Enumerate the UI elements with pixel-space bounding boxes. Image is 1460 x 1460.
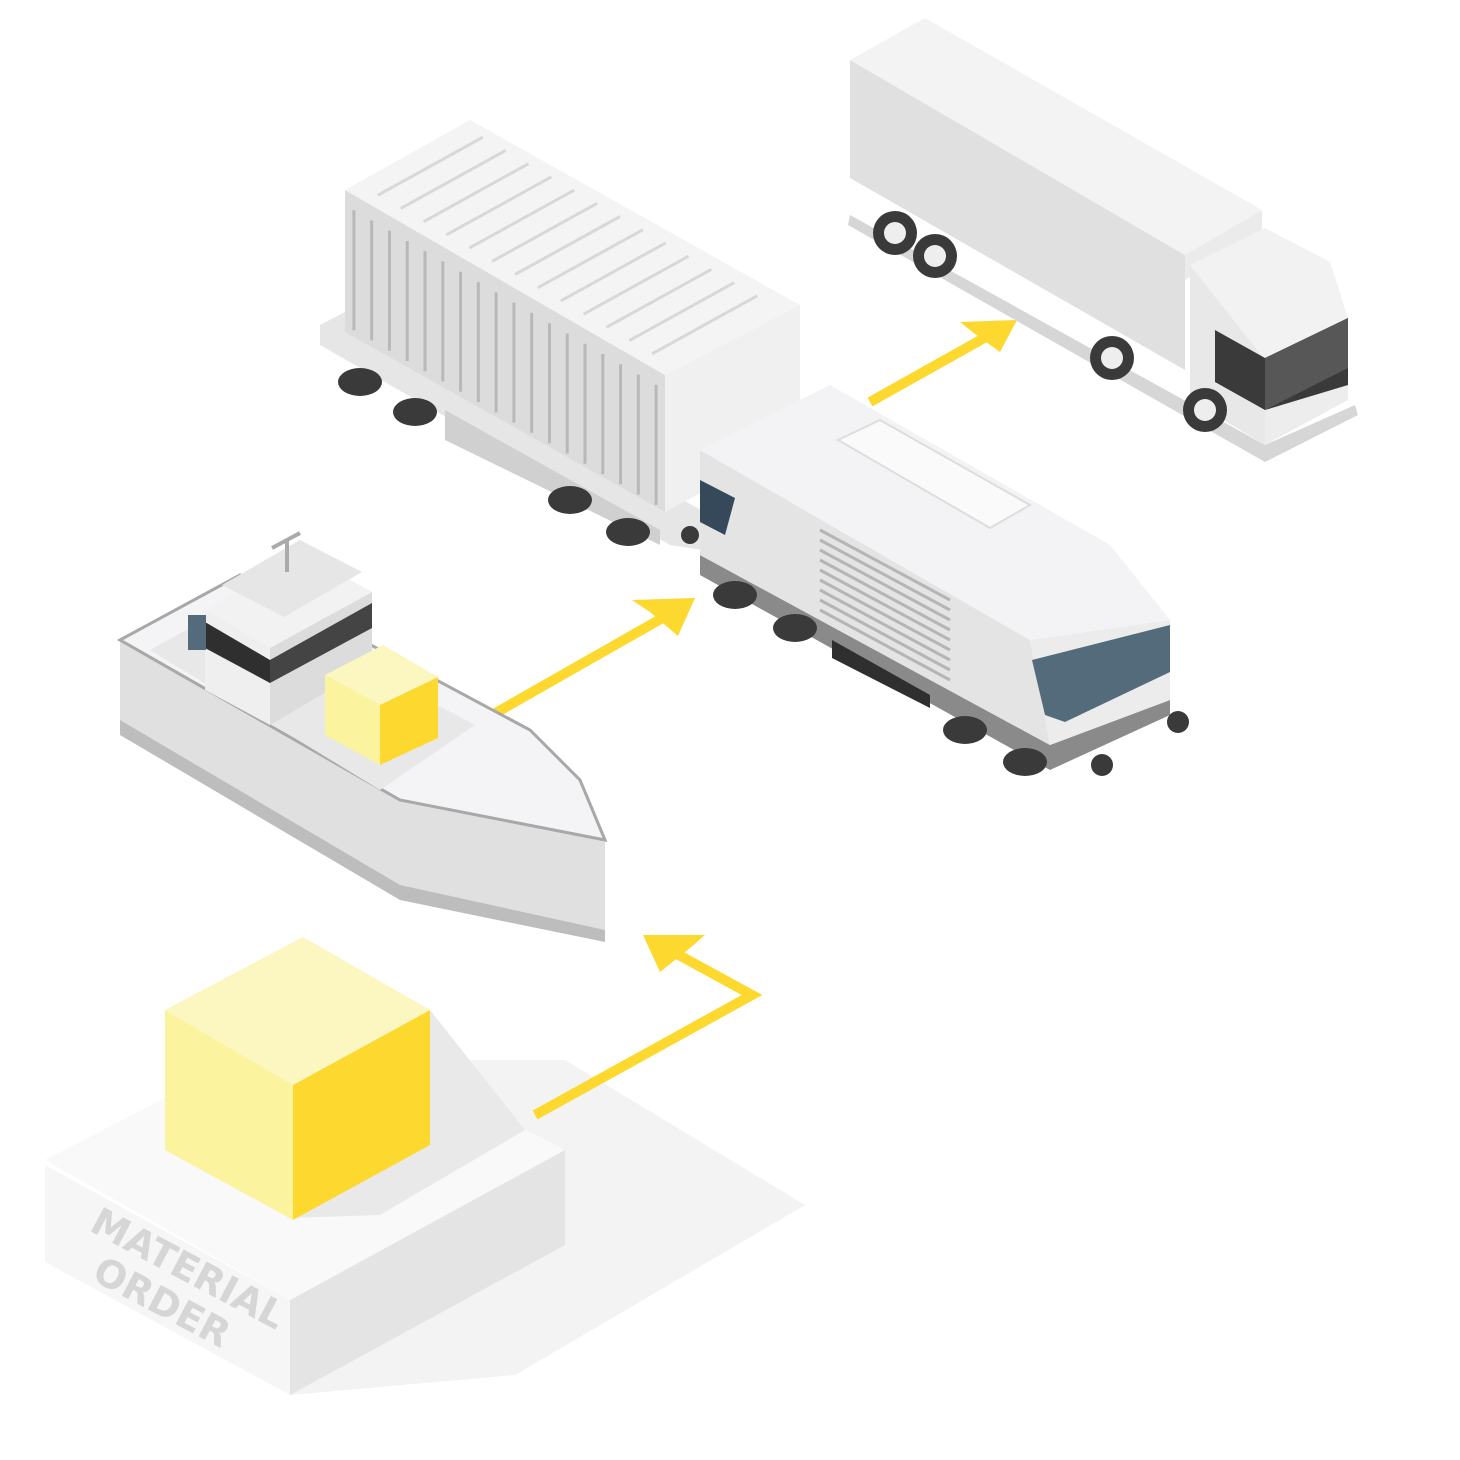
loco-roof-hatch (835, 418, 1033, 530)
cargo-ship (116, 531, 608, 942)
arrow-ship-to-train (489, 603, 683, 720)
grille-slat (819, 528, 951, 602)
truck (848, 18, 1358, 462)
container-roof-rib (582, 254, 690, 316)
container-roof-rib (559, 241, 667, 303)
pedestal-left-face (45, 1165, 290, 1395)
grille-slat (819, 578, 951, 652)
container-roof-rib (491, 201, 598, 263)
container-roof-rib (651, 294, 758, 356)
grille-slat (819, 608, 951, 682)
trailer-side (850, 60, 1185, 370)
loco-windshield (1032, 625, 1170, 722)
box-left-face (165, 1010, 293, 1220)
container-roof-ribs (377, 135, 758, 356)
truck-chassis (848, 215, 1358, 462)
container-roof-rib (605, 268, 713, 329)
ship-mast-bar (271, 531, 301, 550)
container-roof-rib (514, 215, 621, 276)
ship-box-right (380, 677, 438, 765)
loco-side (700, 450, 1050, 745)
container-roof-rib (422, 162, 530, 223)
grille-slat (819, 538, 951, 612)
bridge-block (222, 540, 362, 617)
cabin-band-left (205, 622, 270, 683)
truck-wheels (873, 211, 1227, 432)
container-top (345, 120, 800, 375)
trailer-top (850, 18, 1262, 255)
container-roof-rib (445, 175, 553, 237)
grille-slat (819, 588, 951, 662)
container-roof-rib (468, 188, 576, 250)
ship-hull-bottom (120, 718, 605, 942)
ship-hull-side (120, 640, 605, 930)
arrowhead-icon (643, 935, 705, 972)
container-roof-rib (628, 281, 736, 342)
box-top-face (165, 937, 430, 1085)
loco-vent-grille (819, 528, 951, 682)
container-ribs (352, 210, 658, 505)
arrow-order-to-ship (532, 937, 763, 1120)
arrowhead-icon (960, 320, 1017, 352)
pedestal-right-face (290, 1150, 565, 1395)
container-roof-rib (537, 228, 644, 290)
loco-roof (700, 385, 1170, 640)
loco-fuel-tank (832, 640, 930, 708)
container-wagon (320, 120, 800, 565)
locomotive (681, 385, 1189, 776)
container-roof-rib (377, 135, 484, 197)
box-right-face (293, 1010, 430, 1220)
wagon-wheels (338, 368, 650, 546)
container-roof-rib (399, 149, 507, 210)
grille-slat (819, 548, 951, 622)
grille-slat (819, 558, 951, 632)
truck-windshield-front (1265, 318, 1348, 410)
flow-arrows (489, 320, 1017, 1120)
grille-slat (819, 568, 951, 642)
ship-box-top (325, 645, 438, 705)
cargo-box (165, 937, 430, 1220)
container-end-face (665, 305, 800, 512)
arrowhead-icon (632, 598, 695, 636)
wagon-underframe (445, 410, 660, 545)
loco-wheels (681, 526, 1189, 776)
loco-cab-window (700, 480, 735, 535)
cab-top (1190, 228, 1348, 360)
ship-funnel (188, 615, 206, 650)
grille-slat (819, 598, 951, 672)
cabin-band-right (270, 603, 372, 683)
arrow-train-to-truck (867, 323, 1005, 407)
